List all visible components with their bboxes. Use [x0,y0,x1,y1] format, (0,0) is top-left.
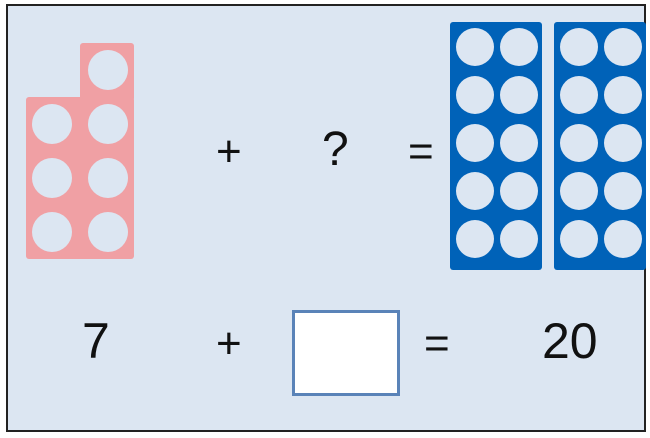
addend-seven: 7 [82,313,110,369]
top-equals-sign: = [408,127,434,176]
top-unknown-question-mark: ? [322,123,349,176]
bottom-plus-sign: + [216,319,242,368]
bottom-equals-sign: = [424,319,450,368]
top-plus-sign: + [216,127,242,176]
total-twenty: 20 [542,313,598,369]
answer-input-box[interactable] [292,310,400,396]
